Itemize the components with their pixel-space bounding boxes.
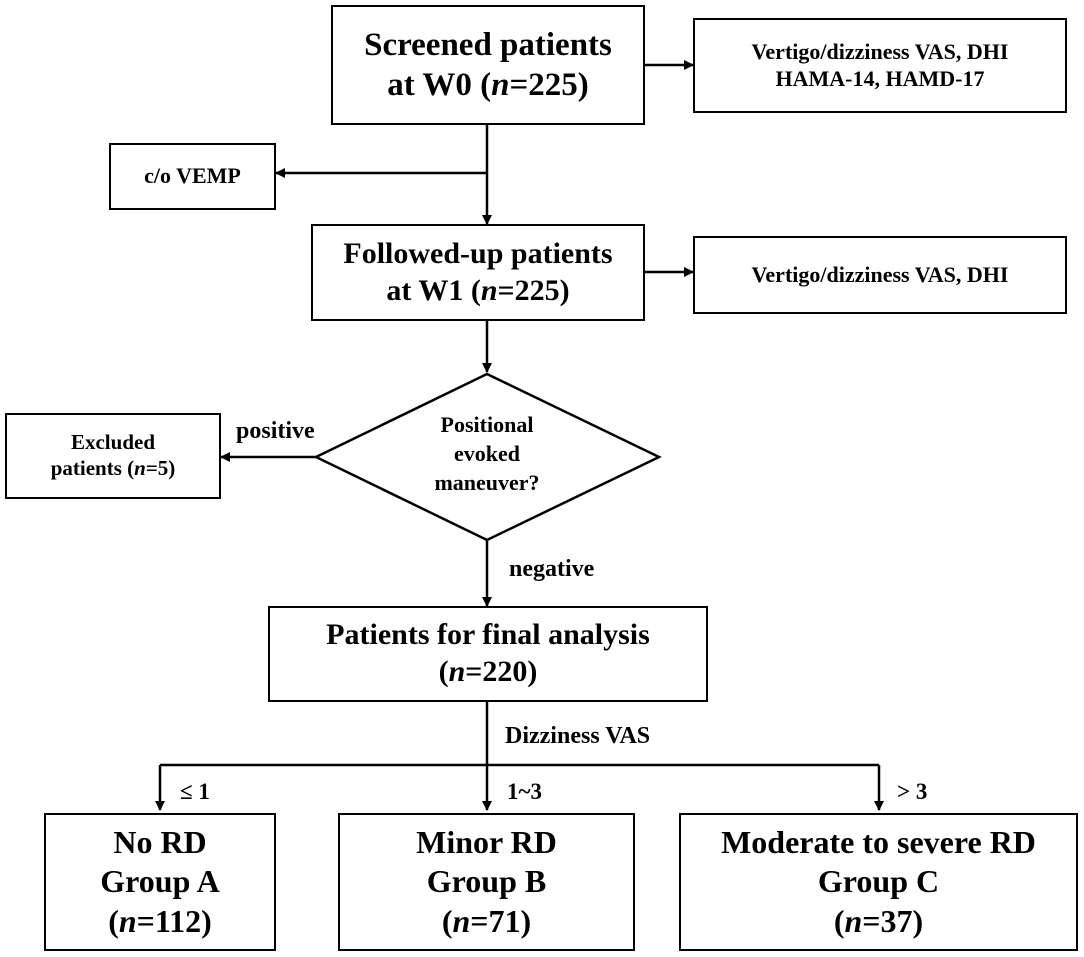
negative-label: negative [509, 556, 595, 582]
w1-measures-label: Vertigo/dizziness VAS, DHI [751, 261, 1009, 287]
excluded-patients-box: Excluded patients (n=5) [5, 413, 221, 499]
group-b-name: Group B [426, 863, 547, 900]
w0-measures-box: Vertigo/dizziness VAS, DHI HAMA-14, HAMD… [693, 18, 1067, 113]
group-a-name: Group A [100, 863, 220, 900]
w1-measures-box: Vertigo/dizziness VAS, DHI [693, 236, 1067, 314]
branch-label-b: 1~3 [507, 779, 542, 804]
branch-label-c: > 3 [897, 779, 928, 804]
final-count: (n=220) [438, 655, 538, 688]
group-b-count: (n=71) [441, 902, 532, 939]
group-b-title: Minor RD [416, 824, 557, 861]
excluded-count: patients (n=5) [50, 456, 176, 480]
group-a-count: (n=112) [108, 902, 212, 939]
co-vemp-box: c/o VEMP [109, 143, 276, 210]
group-c-name: Group C [817, 863, 940, 900]
branch-label-a: ≤ 1 [180, 779, 210, 804]
decision-line1: Positional [440, 412, 534, 437]
excluded-title: Excluded [70, 430, 156, 455]
decision-line2: evoked [454, 441, 520, 467]
screened-patients-box: Screened patients at W0 (n=225) [331, 5, 645, 125]
group-c-box: Moderate to severe RD Group C (n=37) [679, 813, 1078, 951]
group-a-title: No RD [113, 824, 207, 861]
followed-title: Followed-up patients [343, 236, 613, 270]
positive-label: positive [236, 418, 315, 444]
co-vemp-label: c/o VEMP [144, 163, 241, 189]
followed-count: at W1 (n=225) [386, 273, 570, 307]
final-analysis-box: Patients for final analysis (n=220) [268, 606, 708, 702]
w0-measures-line1: Vertigo/dizziness VAS, DHI [751, 38, 1009, 64]
group-b-box: Minor RD Group B (n=71) [338, 813, 635, 951]
final-title: Patients for final analysis [326, 618, 650, 652]
group-c-title: Moderate to severe RD [721, 824, 1036, 861]
decision-line3: maneuver? [434, 470, 540, 496]
w0-measures-line2: HAMA-14, HAMD-17 [775, 65, 985, 91]
decision-text: Positional evoked maneuver? [387, 410, 587, 497]
screened-title: Screened patients [364, 26, 612, 63]
group-c-count: (n=37) [833, 902, 924, 939]
group-a-box: No RD Group A (n=112) [44, 813, 276, 951]
split-label: Dizziness VAS [505, 723, 651, 749]
decision-diamond [313, 372, 662, 542]
screened-count: at W0 (n=225) [387, 67, 589, 103]
followed-patients-box: Followed-up patients at W1 (n=225) [311, 224, 645, 321]
